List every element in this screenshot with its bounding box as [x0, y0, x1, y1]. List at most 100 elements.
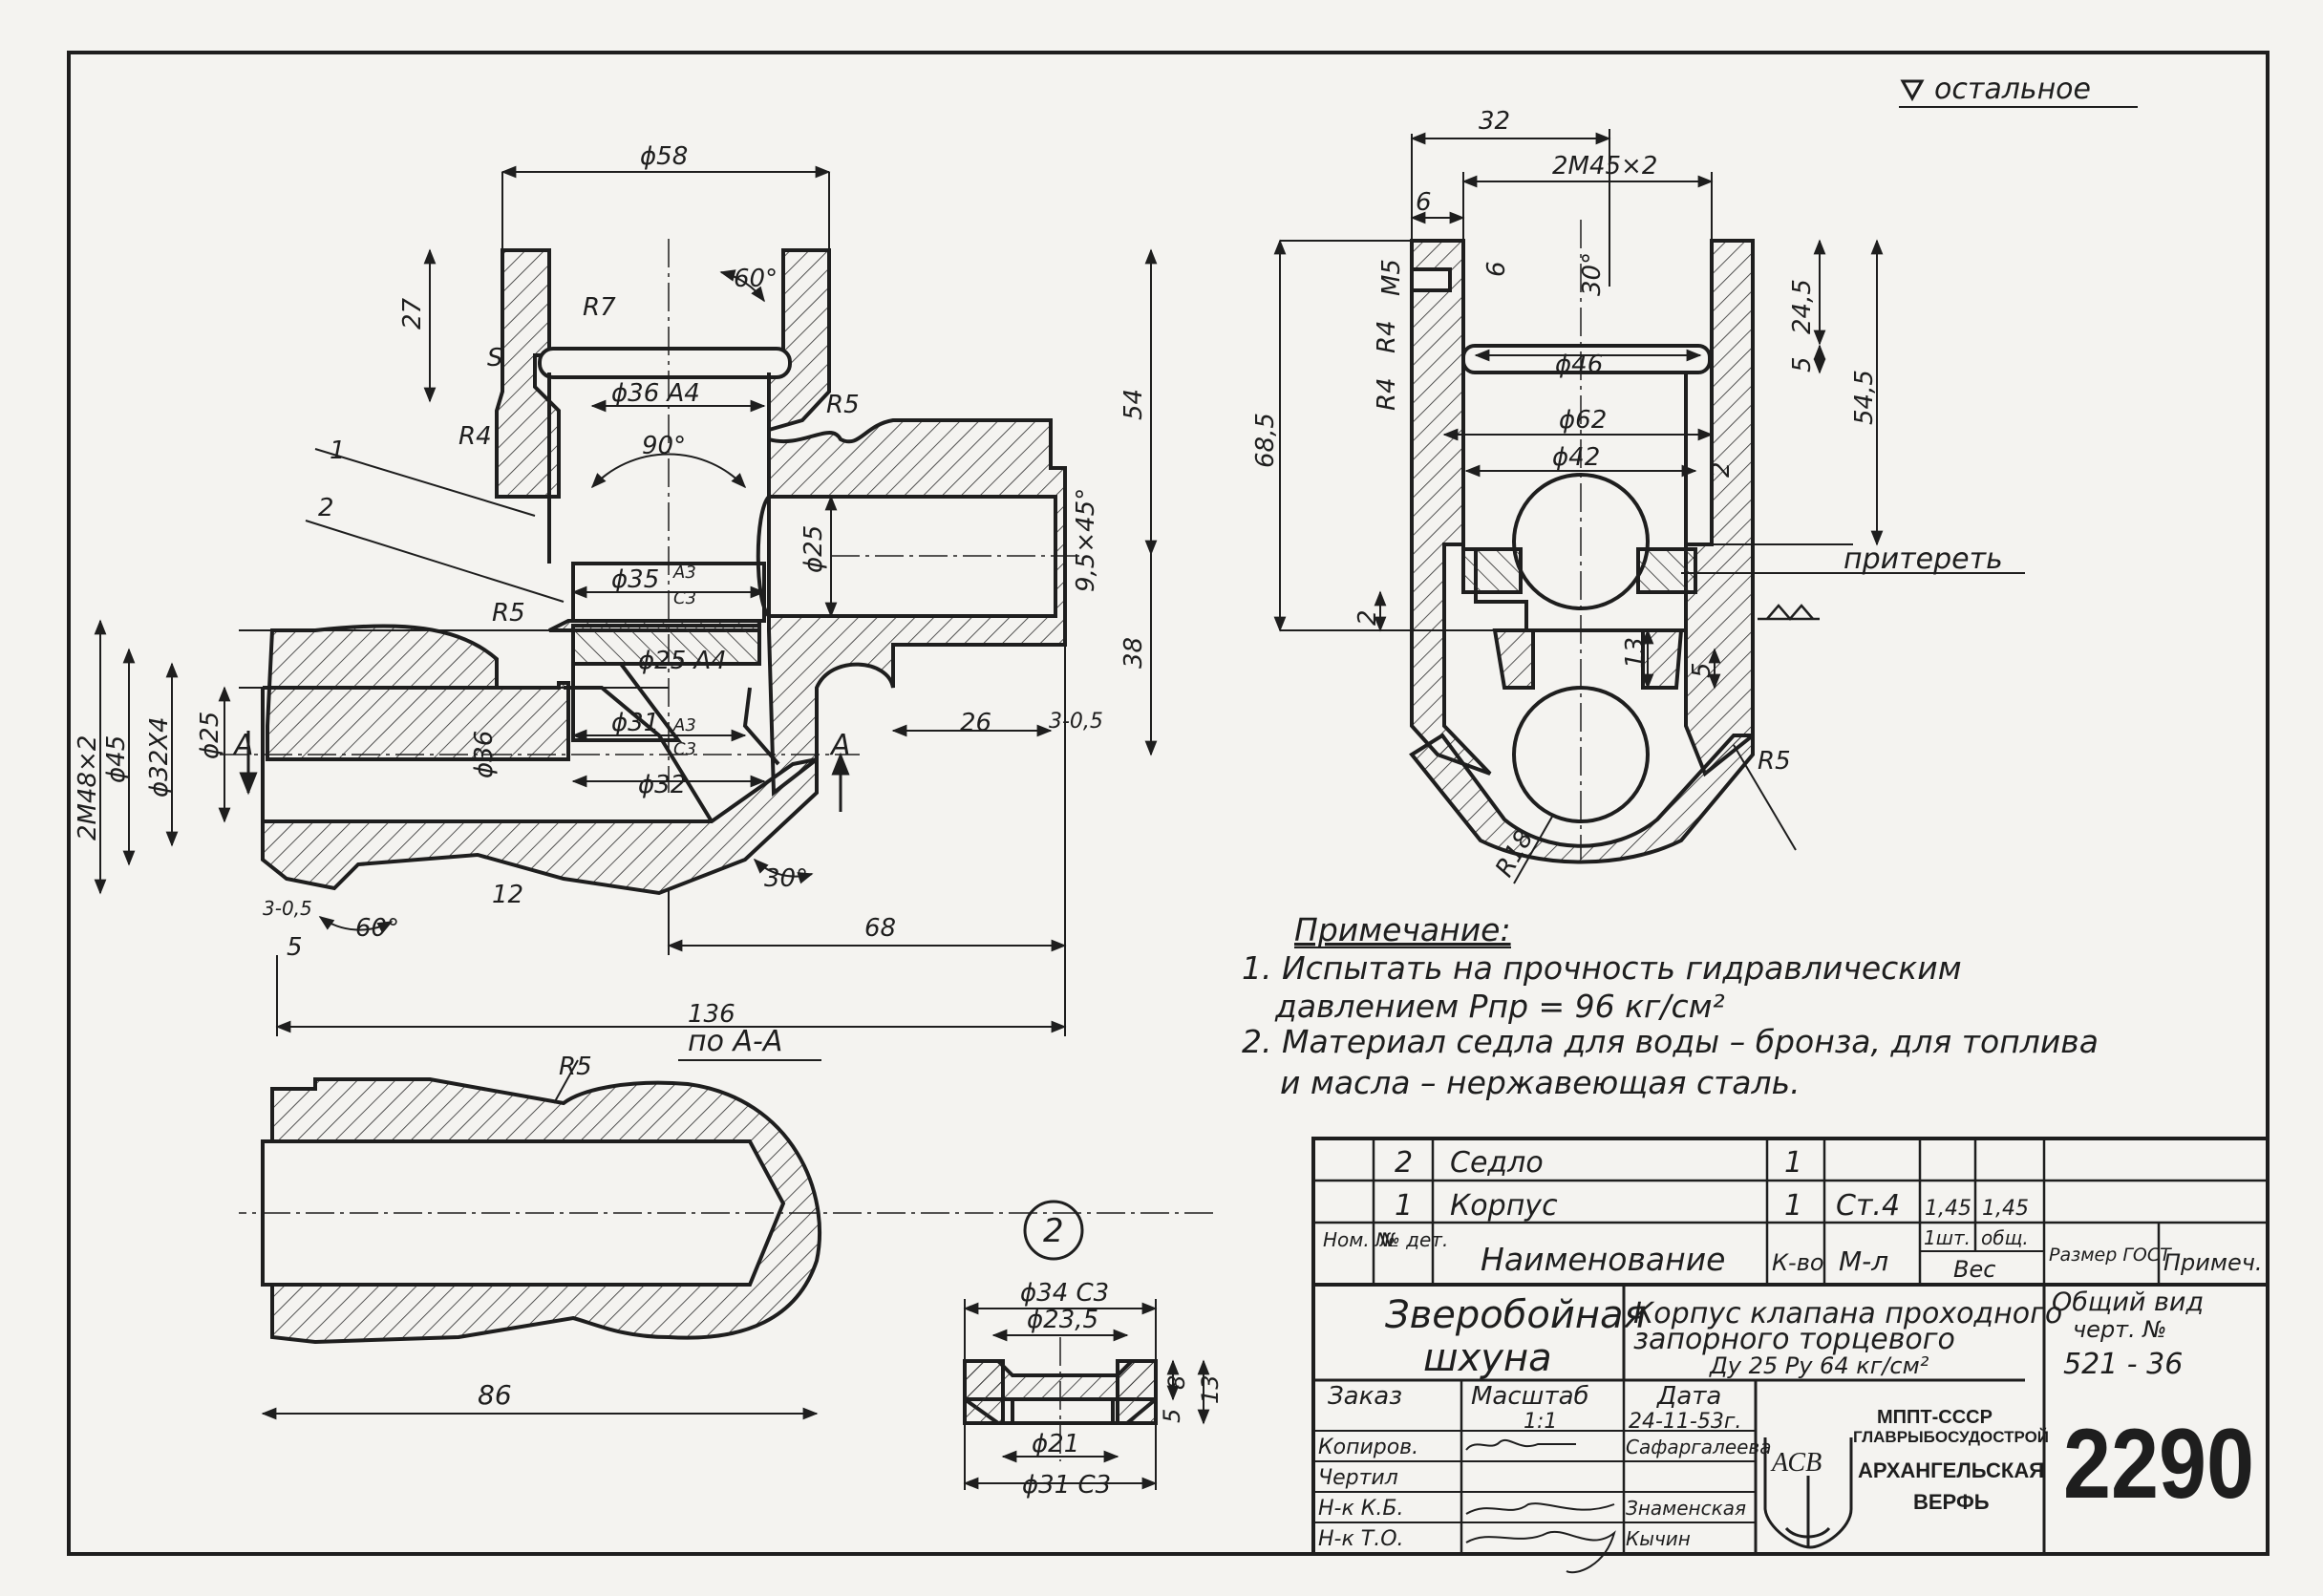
dim-text: 30°	[1578, 252, 1607, 296]
header-qty: К-во	[1772, 1249, 1824, 1276]
vessel-line: Зверобойная	[1385, 1293, 1647, 1337]
dim-text: 60°	[355, 914, 399, 943]
side-dimension-lines	[1273, 129, 2025, 884]
title-texts: Зверобойная шхуна Корпус клапана проходн…	[1318, 1287, 2204, 1551]
dim-text: 86	[478, 1379, 512, 1411]
general-view: Общий вид	[2052, 1287, 2204, 1317]
dim-text: 2M48×2	[74, 735, 102, 841]
surface-finish-mark: остальное	[1899, 73, 2138, 108]
header-name: Наименование	[1481, 1241, 1725, 1278]
dim-text: ϕ58	[640, 142, 688, 171]
dim-text: ϕ62	[1559, 406, 1607, 435]
dim-text: ϕ42	[1552, 443, 1600, 472]
header-material: М-л	[1839, 1245, 1888, 1277]
notes-block: Примечание: 1. Испытать на прочность гид…	[1242, 911, 2099, 1101]
dim-text: ϕ35	[611, 565, 659, 594]
header-weight: Вес	[1953, 1256, 1995, 1283]
person-name: Знаменская	[1626, 1497, 1746, 1520]
vessel-line: шхуна	[1423, 1336, 1552, 1380]
title-block-grid	[1311, 1137, 2270, 1556]
dim-text: 6	[1482, 261, 1511, 277]
detail-number: 2	[1043, 1212, 1064, 1250]
signatures	[1465, 1439, 1616, 1574]
dim-text: 27	[398, 297, 427, 330]
header-note: Примеч.	[2163, 1249, 2263, 1276]
dim-text: 38	[1119, 637, 1148, 669]
dim-text: R7	[583, 293, 616, 322]
dim-text: 60°	[734, 265, 778, 293]
org-line: ВЕРФЬ	[1913, 1490, 1990, 1514]
scale-label: Масштаб	[1471, 1382, 1589, 1411]
section-arrows	[239, 731, 850, 812]
org-name: МППТ-СССР ГЛАВРЫБОСУДОСТРОЙ АРХАНГЕЛЬСКА…	[1853, 1407, 2049, 1514]
general-view: черт. №	[2073, 1316, 2166, 1343]
dim-text: ϕ31 С3	[1022, 1471, 1111, 1500]
dim-text: R5	[1758, 747, 1791, 776]
dim-text: 5	[1688, 662, 1716, 678]
dim-text: 2M45×2	[1552, 152, 1657, 181]
part-material: Ст.4	[1836, 1189, 1900, 1223]
dim-text: 5	[1788, 356, 1817, 372]
dim-text: ϕ45	[102, 735, 131, 783]
title-line: Корпус клапана проходного	[1633, 1297, 2062, 1330]
section-letter-right: А	[829, 729, 851, 762]
part-qty: 1	[1784, 1189, 1802, 1223]
dim-text: 8	[1163, 1375, 1190, 1390]
dim-text: 2	[318, 494, 334, 522]
title-line: запорного торцевого	[1633, 1323, 1955, 1356]
dim-text: ϕ25	[196, 712, 224, 759]
dim-text: ϕ23,5	[1027, 1306, 1098, 1334]
dim-text: 32	[1479, 107, 1510, 136]
dim-text: R4	[1373, 320, 1401, 353]
dim-text: M5	[1377, 259, 1406, 296]
dim-text: 26	[960, 709, 991, 737]
notes-heading: Примечание:	[1294, 911, 1511, 948]
dim-text: 68,5	[1251, 413, 1280, 468]
person-name: Сафаргалеева	[1626, 1436, 1771, 1458]
part-pos: 1	[1395, 1189, 1413, 1223]
title-line: Ду 25 Ру 64 кг/см²	[1709, 1352, 1929, 1379]
general-view: 521 - 36	[2063, 1348, 2183, 1381]
dim-text: R4	[458, 422, 492, 451]
dim-text: ϕ31	[611, 709, 659, 737]
dim-text: А3	[672, 563, 696, 583]
header-size: Размер ГОСТ	[2049, 1245, 2172, 1266]
dim-text: 1	[330, 436, 346, 465]
dim-text: 12	[492, 881, 523, 909]
dim-text: ϕ32	[638, 771, 686, 799]
header-weight-unit: 1шт.	[1924, 1226, 1971, 1249]
role: Копиров.	[1318, 1436, 1418, 1459]
logo-letters: АСВ	[1770, 1448, 1822, 1478]
parts-list: 2 Седло 1 1 Корпус 1 Ст.4 1,45 1,45	[1395, 1146, 2029, 1223]
dim-text: 54	[1119, 389, 1148, 420]
header-det: № дет.	[1379, 1228, 1448, 1251]
date-label: Дата	[1656, 1382, 1721, 1411]
dim-text: 5	[1159, 1409, 1185, 1423]
header-num: Ном. №	[1323, 1228, 1396, 1251]
dim-text: 68	[864, 914, 896, 943]
dim-text: ϕ25	[799, 525, 828, 573]
dim-text: 2	[1353, 609, 1382, 626]
dim-text: S	[487, 344, 503, 372]
dim-text: С3	[673, 588, 696, 608]
date-value: 24-11-53г.	[1629, 1410, 1741, 1434]
section-letter-left: А	[232, 729, 254, 762]
role: Чертил	[1318, 1466, 1398, 1490]
part-name: Седло	[1450, 1146, 1544, 1180]
main-dimension-lines	[94, 165, 1158, 1036]
note-line: давлением Рпр = 96 кг/см²	[1274, 988, 1725, 1025]
dim-text: ϕ36 А4	[611, 379, 700, 408]
dim-text: 3-0,5	[1049, 710, 1103, 734]
dim-text: ϕ32Х4	[145, 716, 174, 798]
dim-text: 2	[1707, 461, 1736, 478]
dim-text: ϕ46	[1555, 351, 1603, 379]
part-pos: 2	[1395, 1146, 1413, 1180]
scale-value: 1:1	[1524, 1410, 1557, 1434]
section-aa-view	[261, 1077, 821, 1345]
section-aa-dims	[239, 1059, 1213, 1420]
org-line: АРХАНГЕЛЬСКАЯ	[1858, 1458, 2044, 1482]
role: Н-к Т.О.	[1318, 1527, 1404, 1551]
org-line: ГЛАВРЫБОСУДОСТРОЙ	[1853, 1428, 2049, 1446]
dim-text: 5	[287, 933, 303, 962]
seat-detail: 2 ϕ34 С3 ϕ23,5 8 13 5 ϕ21 ϕ31 С3	[963, 1200, 1224, 1500]
